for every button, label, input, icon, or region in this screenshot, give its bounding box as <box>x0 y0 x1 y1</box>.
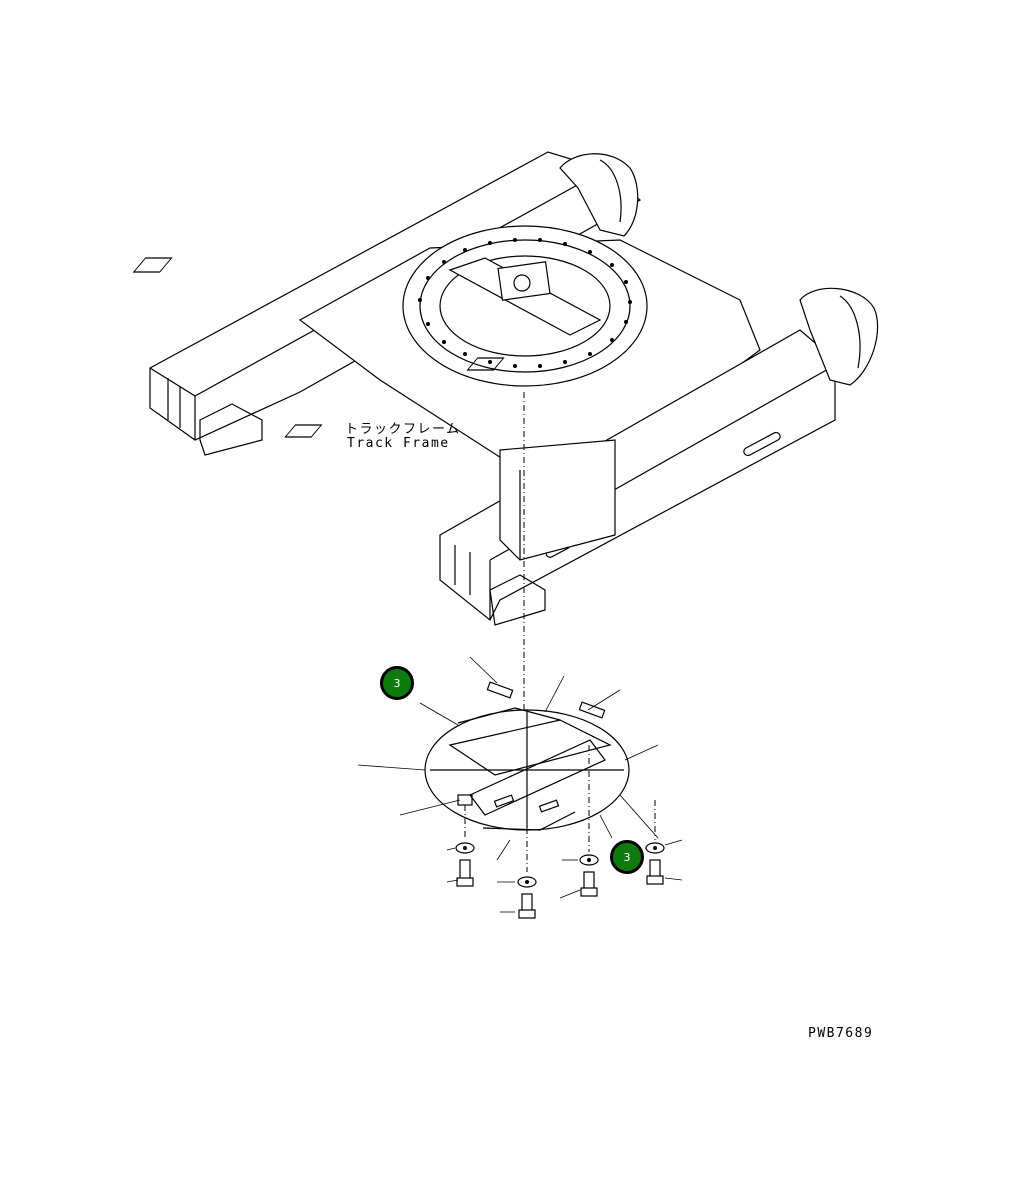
track-frame-label-jp: トラックフレーム <box>345 422 461 437</box>
part-callout-3[interactable]: 3 <box>610 840 644 874</box>
part-callout-number: 3 <box>393 676 401 690</box>
part-callout-number: 3 <box>623 850 631 864</box>
swing-circle-bolt-holes <box>418 238 632 368</box>
track-frame <box>132 151 879 710</box>
under-cover-assembly <box>357 656 683 919</box>
bolt-washer-set <box>446 745 683 919</box>
drawing-code: PWB7689 <box>808 1026 874 1041</box>
part-callout-3[interactable]: 3 <box>380 666 414 700</box>
track-frame-label-en: Track Frame <box>347 436 450 451</box>
